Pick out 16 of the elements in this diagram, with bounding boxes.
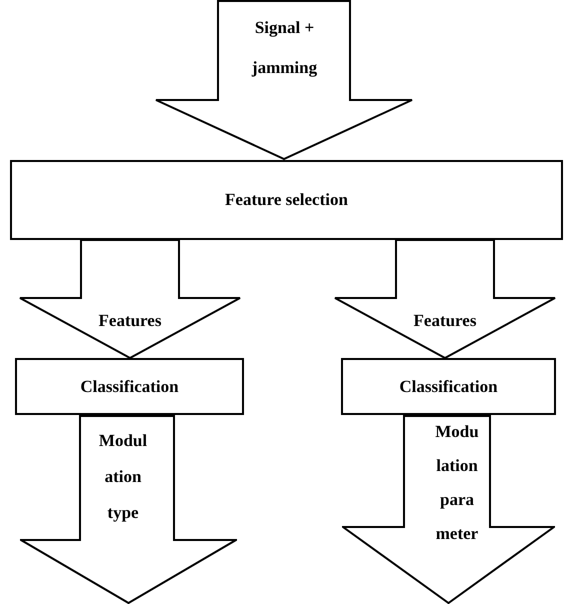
arrow-label: Modu lation para meter xyxy=(434,421,480,545)
edge-label: Features xyxy=(98,310,162,332)
process-box xyxy=(15,358,244,415)
box-label: Classification xyxy=(80,376,179,398)
block-arrow xyxy=(155,0,413,160)
block-arrow xyxy=(334,239,556,360)
process-box xyxy=(341,358,556,415)
block-arrow xyxy=(19,239,241,360)
arrow-label: Signal + jamming xyxy=(250,17,318,79)
process-box xyxy=(10,160,563,240)
box-label: Feature selection xyxy=(225,189,348,212)
block-arrow xyxy=(20,415,237,604)
arrow-label: Modul ation type xyxy=(98,430,148,524)
block-arrow xyxy=(342,415,555,604)
edge-label: Features xyxy=(412,310,478,332)
box-label: Classification xyxy=(399,376,498,398)
